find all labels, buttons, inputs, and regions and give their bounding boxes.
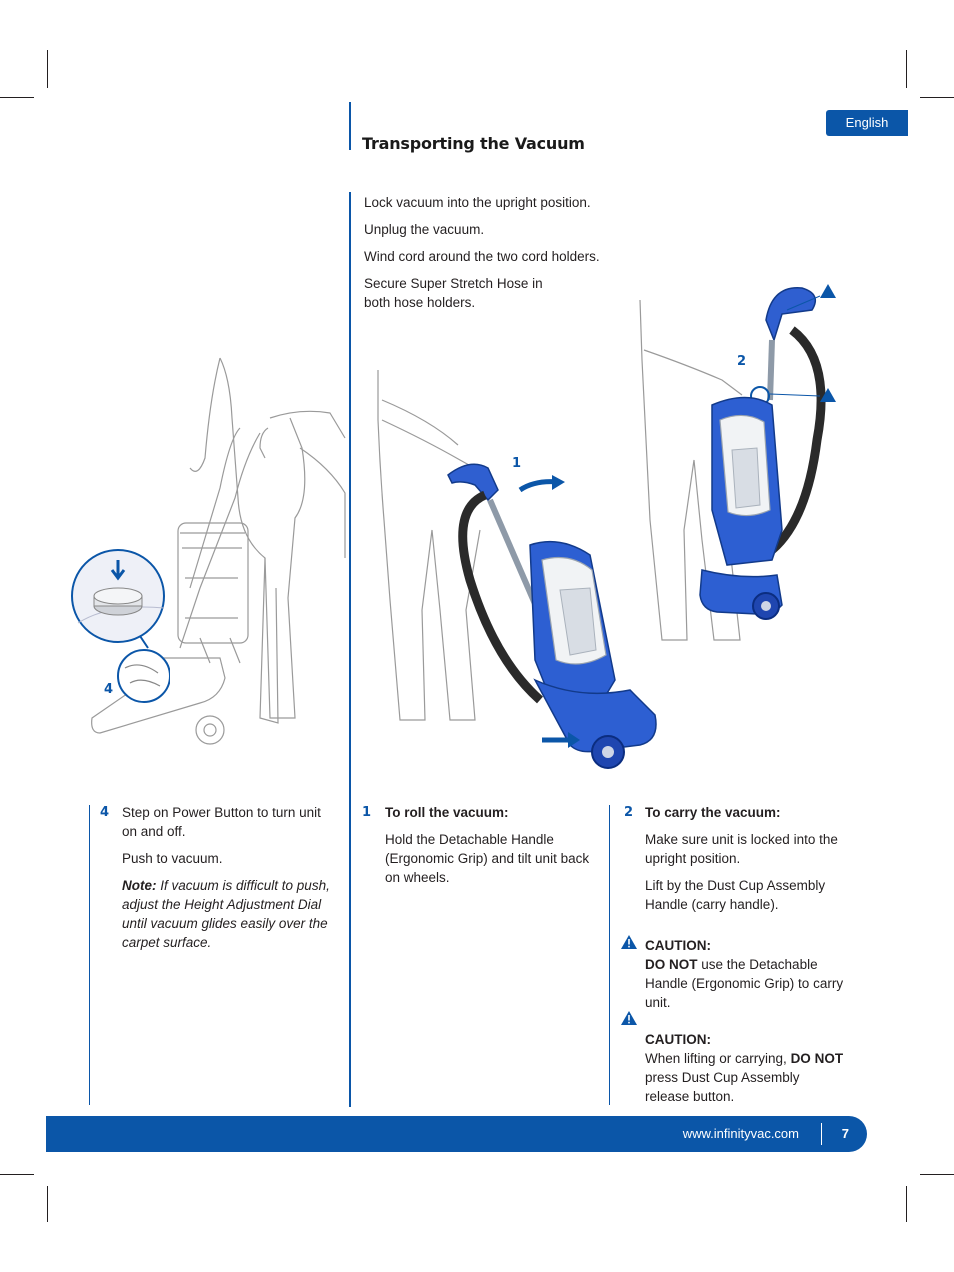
footer-divider [821,1123,822,1145]
power-button-inset [71,549,170,703]
page-number: 7 [841,1126,849,1141]
footer-url[interactable]: www.infinityvac.com [682,1126,799,1141]
illustration-carry-vacuum [639,284,836,641]
warning-icon [621,1011,637,1025]
step-1-text: To roll the vacuum: Hold the Detachable … [385,803,590,895]
caution-text: press Dust Cup Assembly release button. [645,1070,800,1104]
crop-mark [920,1174,954,1175]
page-footer: www.infinityvac.com 7 [46,1116,867,1152]
column-rule [349,192,351,1107]
column-rule [89,805,90,1105]
callout-number: 2 [737,354,747,369]
caution-2: CAUTION: When lifting or carrying, DO NOT… [645,1030,845,1106]
intro-line: Secure Super Stretch Hose in both hose h… [364,276,543,310]
illustration-push-vacuum [91,357,346,745]
step-4-note: Note: If vacuum is difficult to push, ad… [122,876,337,952]
caution-label: CAUTION: [645,1032,711,1047]
caution-text: use the Detachable Handle (Ergonomic Gri… [645,957,844,1010]
step-2-title: To carry the vacuum: [645,805,781,820]
note-label: Note: [122,878,157,893]
crop-mark [906,50,907,88]
step-4-body: Step on Power Button to turn unit on and… [122,805,321,839]
callout-number: 1 [512,456,522,471]
column-rule [609,805,610,1105]
warning-icon [621,935,637,949]
crop-mark [0,97,34,98]
crop-mark [47,50,48,88]
caution-strong: DO NOT [790,1051,844,1066]
step-2-text: To carry the vacuum: Make sure unit is l… [645,803,860,1114]
step-4-push: Push to vacuum. [122,851,223,866]
step-number: 4 [100,805,110,820]
caution-1: CAUTION: DO NOT use the Detachable Handle… [645,936,860,1012]
crop-mark [0,1174,34,1175]
intro-line: Wind cord around the two cord holders. [364,249,600,264]
heading-accent-bar [349,102,351,150]
callout-number: 4 [104,682,114,697]
step-1-title: To roll the vacuum: [385,805,509,820]
crop-mark [906,1186,907,1222]
intro-text: Lock vacuum into the upright position. U… [364,193,604,320]
language-tab: English [826,110,908,136]
intro-line: Lock vacuum into the upright position. [364,195,591,210]
intro-line: Unplug the vacuum. [364,222,485,237]
step-2-body: Lift by the Dust Cup Assembly Handle (ca… [645,878,826,912]
caution-label: CAUTION: [645,938,711,953]
illustration-roll-vacuum [377,370,657,769]
crop-mark [920,97,954,98]
step-number: 2 [624,805,634,820]
caution-text: When lifting or carrying, [645,1051,791,1066]
crop-mark [47,1186,48,1222]
step-2-body: Make sure unit is locked into the uprigh… [645,832,838,866]
step-number: 1 [362,805,372,820]
step-1-body: Hold the Detachable Handle (Ergonomic Gr… [385,832,590,885]
page-title: Transporting the Vacuum [362,134,585,153]
step-4-text: Step on Power Button to turn unit on and… [122,803,337,960]
note-text: If vacuum is difficult to push, adjust t… [122,878,330,950]
caution-strong: DO NOT [645,957,698,972]
